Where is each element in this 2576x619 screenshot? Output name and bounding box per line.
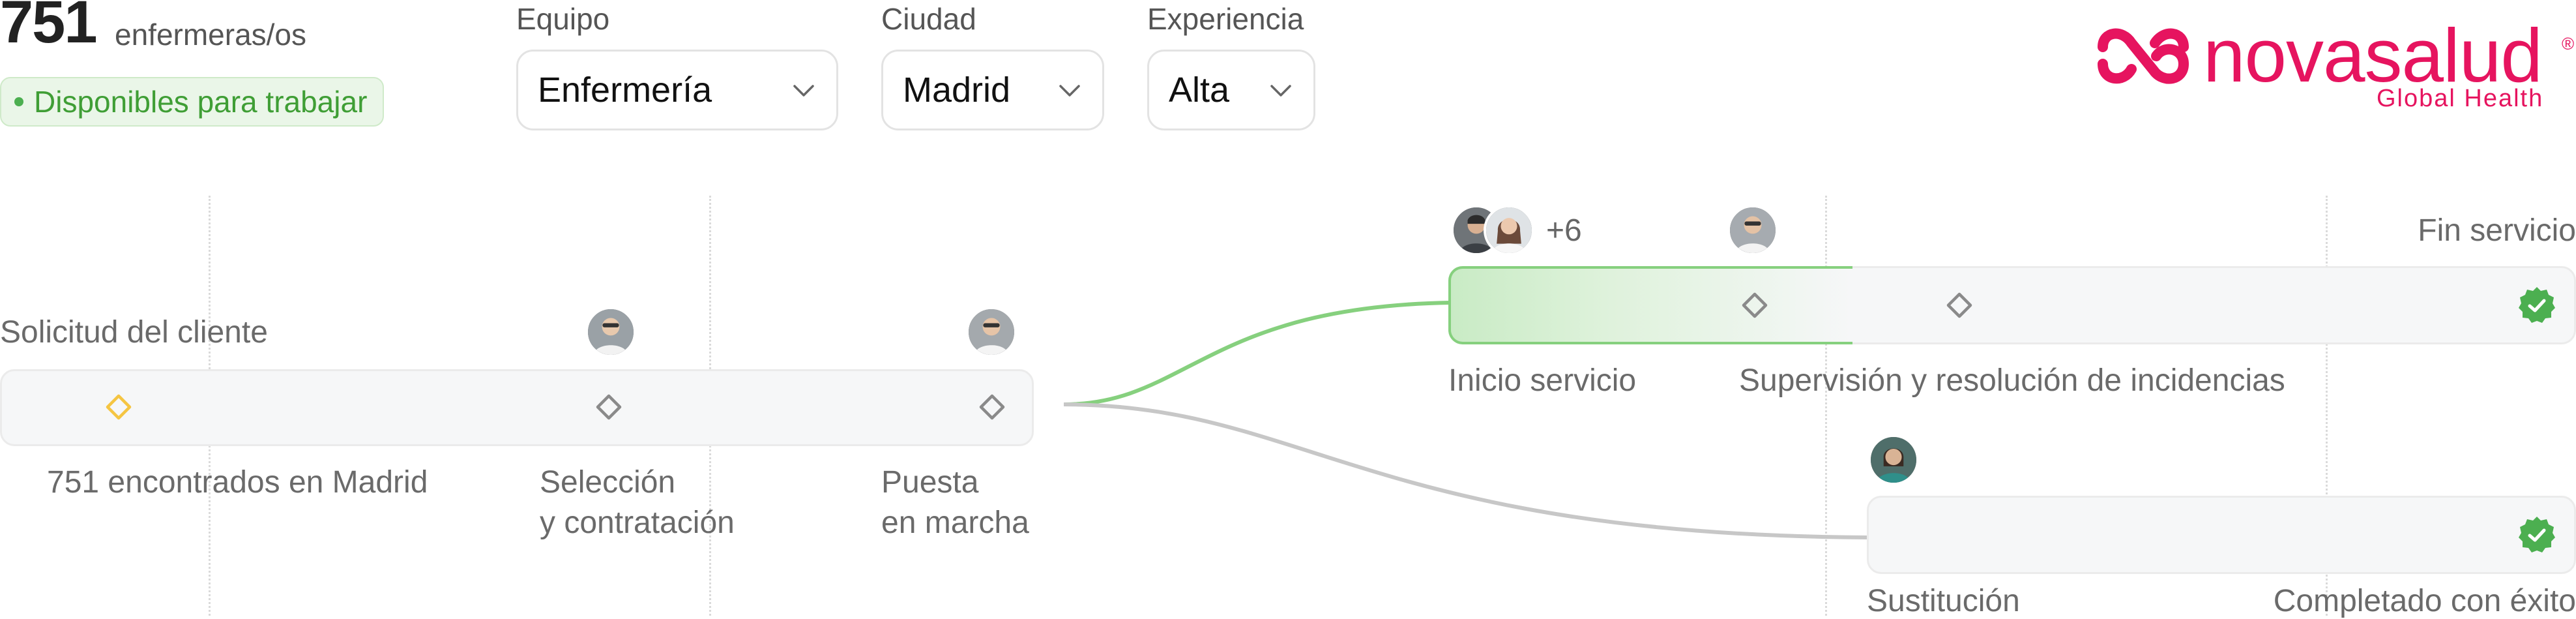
nurse-count-label: enfermeras/os <box>115 18 307 52</box>
stage1-step2-label-line1: Selección <box>540 465 676 500</box>
nurse-count: 751 <box>0 0 97 55</box>
logo-tagline: Global Health <box>2377 85 2544 112</box>
stage3-start-label: Sustitución <box>1867 584 2020 618</box>
filter-label-equipo: Equipo <box>516 2 610 36</box>
filter-label-experiencia: Experiencia <box>1147 2 1304 36</box>
guide-line <box>1825 196 1827 616</box>
experiencia-select[interactable]: Alta <box>1147 50 1315 130</box>
stage1-step3-label-line2: en marcha <box>881 506 1029 540</box>
avatar[interactable] <box>1484 205 1534 256</box>
avatar[interactable] <box>966 307 1017 357</box>
diamond-gray-icon <box>1742 292 1768 318</box>
diamond-gray-icon <box>1946 292 1972 318</box>
experiencia-select-value: Alta <box>1169 70 1230 110</box>
more-avatars-count[interactable]: +6 <box>1546 213 1582 248</box>
check-circle-icon <box>2519 517 2555 552</box>
availability-badge-label: Disponibles para trabajar <box>34 85 368 119</box>
availability-badge: Disponibles para trabajar <box>0 77 385 127</box>
chevron-down-icon <box>1059 85 1080 97</box>
stage1-track <box>0 369 1034 446</box>
flow-connectors <box>1063 301 1869 539</box>
novasalud-logo-mark-icon <box>2098 28 2189 84</box>
equipo-select[interactable]: Enfermería <box>516 50 838 130</box>
logo-name: novasalud <box>2203 13 2543 98</box>
stage3-end-label: Completado con éxito <box>2273 584 2576 618</box>
chevron-down-icon <box>793 85 814 97</box>
stage2-progress-fill <box>1448 266 1852 344</box>
diamond-yellow-icon <box>106 394 132 420</box>
stage1-step1-label: 751 encontrados en Madrid <box>47 465 428 500</box>
status-dot-icon <box>14 97 23 106</box>
stage2-middle-label: Supervisión y resolución de incidencias <box>1739 363 2285 398</box>
guide-line <box>2326 196 2328 616</box>
registered-mark: ® <box>2562 34 2575 53</box>
stage1-step3-label-line1: Puesta <box>881 465 979 500</box>
ciudad-select-value: Madrid <box>903 70 1011 110</box>
stage3-track <box>1867 496 2576 574</box>
check-circle-icon <box>2519 287 2555 323</box>
diamond-gray-icon <box>979 394 1005 420</box>
avatar[interactable] <box>1868 434 1919 485</box>
stage2-start-label: Inicio servicio <box>1448 363 1637 398</box>
diamond-gray-icon <box>596 394 622 420</box>
avatar[interactable] <box>1727 205 1778 256</box>
stage1-top-label: Solicitud del cliente <box>0 315 268 350</box>
ciudad-select[interactable]: Madrid <box>881 50 1104 130</box>
chevron-down-icon <box>1270 85 1291 97</box>
stage1-step2-label-line2: y contratación <box>540 506 735 540</box>
equipo-select-value: Enfermería <box>538 70 712 110</box>
filter-label-ciudad: Ciudad <box>881 2 976 36</box>
avatar[interactable] <box>585 307 636 357</box>
stage2-end-label: Fin servicio <box>2418 213 2576 248</box>
